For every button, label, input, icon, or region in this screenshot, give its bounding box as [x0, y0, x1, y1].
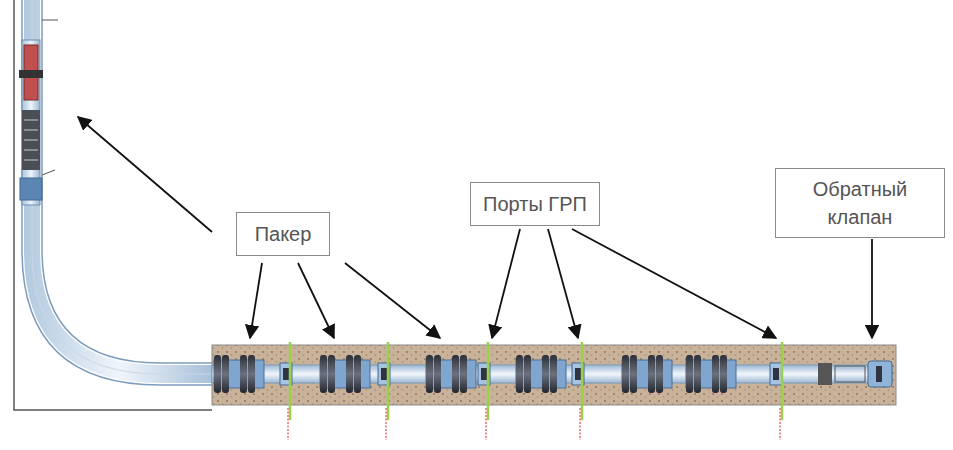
callout-box: Порты ГРП — [470, 182, 600, 226]
callout-label: Порты ГРП — [473, 190, 597, 218]
callout-box: Пакер — [236, 212, 330, 256]
callout-label: Обратный клапан — [776, 175, 944, 231]
callout-label: Пакер — [245, 220, 322, 248]
callout-box: Обратный клапан — [775, 168, 945, 238]
